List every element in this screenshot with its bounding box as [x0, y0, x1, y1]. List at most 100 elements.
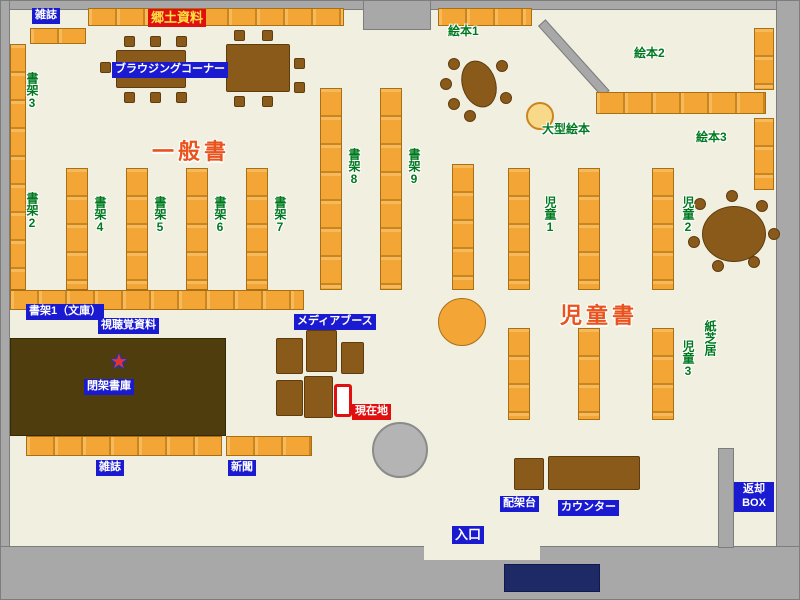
chair: [124, 92, 135, 103]
stool: [756, 200, 768, 212]
shelf-children-low-2: [578, 328, 600, 420]
label-media-booth: メディアブース: [294, 314, 376, 330]
return-box-line1: 返却: [743, 483, 765, 495]
label-newspapers: 新聞: [228, 460, 256, 476]
counter-desk: [548, 456, 640, 490]
current-location-marker: [334, 384, 352, 417]
wall-bottom: [0, 546, 800, 600]
stool: [440, 78, 452, 90]
children-books-area-title: 児童書: [560, 303, 639, 328]
stool: [496, 60, 508, 72]
chair: [150, 36, 161, 47]
shelf-magazines-top: [30, 28, 86, 44]
stool: [748, 256, 760, 268]
label-children-2: 児童2: [681, 196, 695, 234]
stool: [448, 58, 460, 70]
label-local-materials: 郷土資料: [148, 9, 207, 28]
shelf-4: [66, 168, 88, 290]
label-children-1: 児童1: [543, 196, 557, 234]
stool: [768, 228, 780, 240]
chair: [262, 30, 273, 41]
label-shelf-5: 書架5: [153, 196, 167, 234]
label-magazines-top: 雑誌: [32, 8, 60, 24]
partition-return-box: [718, 448, 734, 548]
stool: [464, 110, 476, 122]
label-counter: カウンター: [558, 500, 619, 516]
shelf-8: [320, 88, 342, 290]
closed-stacks-star-icon: ★: [110, 351, 128, 373]
shelf-right-wall: [754, 118, 774, 190]
shelf-children-2: [652, 168, 674, 290]
chair: [294, 58, 305, 69]
media-booth-cell: [341, 342, 364, 374]
chair: [124, 36, 135, 47]
label-shelf-6: 書架6: [213, 196, 227, 234]
label-shelf-9: 書架9: [407, 148, 421, 186]
sorting-stand-table: [514, 458, 544, 490]
chair: [262, 96, 273, 107]
wall-diagonal: [538, 19, 610, 98]
children-round-table: [702, 206, 766, 262]
stool: [712, 260, 724, 272]
general-books-area-title: 一般書: [152, 139, 231, 164]
wall-left: [0, 0, 10, 600]
shelf-top-right-corner: [754, 28, 774, 90]
label-large-picture-books: 大型絵本: [542, 122, 591, 136]
label-browsing-corner: ブラウジングコーナー: [112, 62, 228, 78]
chair: [234, 96, 245, 107]
pillar-top: [363, 0, 431, 30]
label-closed-stacks: 閉架書庫: [84, 379, 134, 395]
shelf-7: [246, 168, 268, 290]
chair: [176, 92, 187, 103]
label-return-box: 返却 BOX: [734, 482, 774, 512]
pillar-round: [372, 422, 428, 478]
label-entrance: 入口: [452, 526, 485, 545]
shelf-children-low-1: [508, 328, 530, 420]
shelf-5: [126, 168, 148, 290]
media-booth-cell: [276, 380, 303, 416]
chair: [176, 36, 187, 47]
entrance-opening: [424, 546, 540, 560]
label-children-3: 児童3: [681, 340, 695, 378]
shelf-6: [186, 168, 208, 290]
media-booth-cell: [306, 330, 337, 372]
chair: [100, 62, 111, 73]
shelf-newspapers: [226, 436, 312, 456]
chair: [150, 92, 161, 103]
shelf-children-3: [652, 328, 674, 420]
shelf-children-1: [508, 168, 530, 290]
media-booth-cell: [304, 376, 333, 418]
shelf-top-wall-center: [438, 8, 532, 26]
stool: [448, 98, 460, 110]
label-audio-visual: 視聴覚資料: [98, 318, 159, 334]
shelf-top-wall-main: [88, 8, 344, 26]
stool: [694, 198, 706, 210]
shelf-left-wall: [10, 44, 26, 290]
browsing-table-2: [226, 44, 290, 92]
label-shelf-7: 書架7: [273, 196, 287, 234]
label-picture-books-1: 絵本1: [448, 24, 479, 38]
shelf-9: [380, 88, 402, 290]
shelf-children-mid: [578, 168, 600, 290]
media-booth-cell: [276, 338, 303, 374]
label-current-location: 現在地: [352, 404, 391, 420]
label-shelf-8: 書架8: [347, 148, 361, 186]
entrance-mat: [504, 564, 600, 592]
chair: [294, 82, 305, 93]
stool: [500, 92, 512, 104]
label-shelf-2: 書架2: [25, 192, 39, 230]
round-display-shelf: [438, 298, 486, 346]
shelf-picture-books-divider: [596, 92, 766, 114]
shelf-magazines-bottom: [26, 436, 222, 456]
label-magazines-bottom: 雑誌: [96, 460, 124, 476]
return-box-line2: BOX: [742, 496, 766, 509]
label-picture-books-2: 絵本2: [634, 46, 665, 60]
stool: [688, 236, 700, 248]
label-shelf-4: 書架4: [93, 196, 107, 234]
label-shelf-1-bunko: 書架1（文庫）: [26, 304, 105, 320]
stool: [726, 190, 738, 202]
label-sorting-stand: 配架台: [500, 496, 539, 512]
wall-right: [776, 0, 800, 600]
label-picture-books-3: 絵本3: [696, 130, 727, 144]
label-shelf-3: 書架3: [25, 72, 39, 110]
